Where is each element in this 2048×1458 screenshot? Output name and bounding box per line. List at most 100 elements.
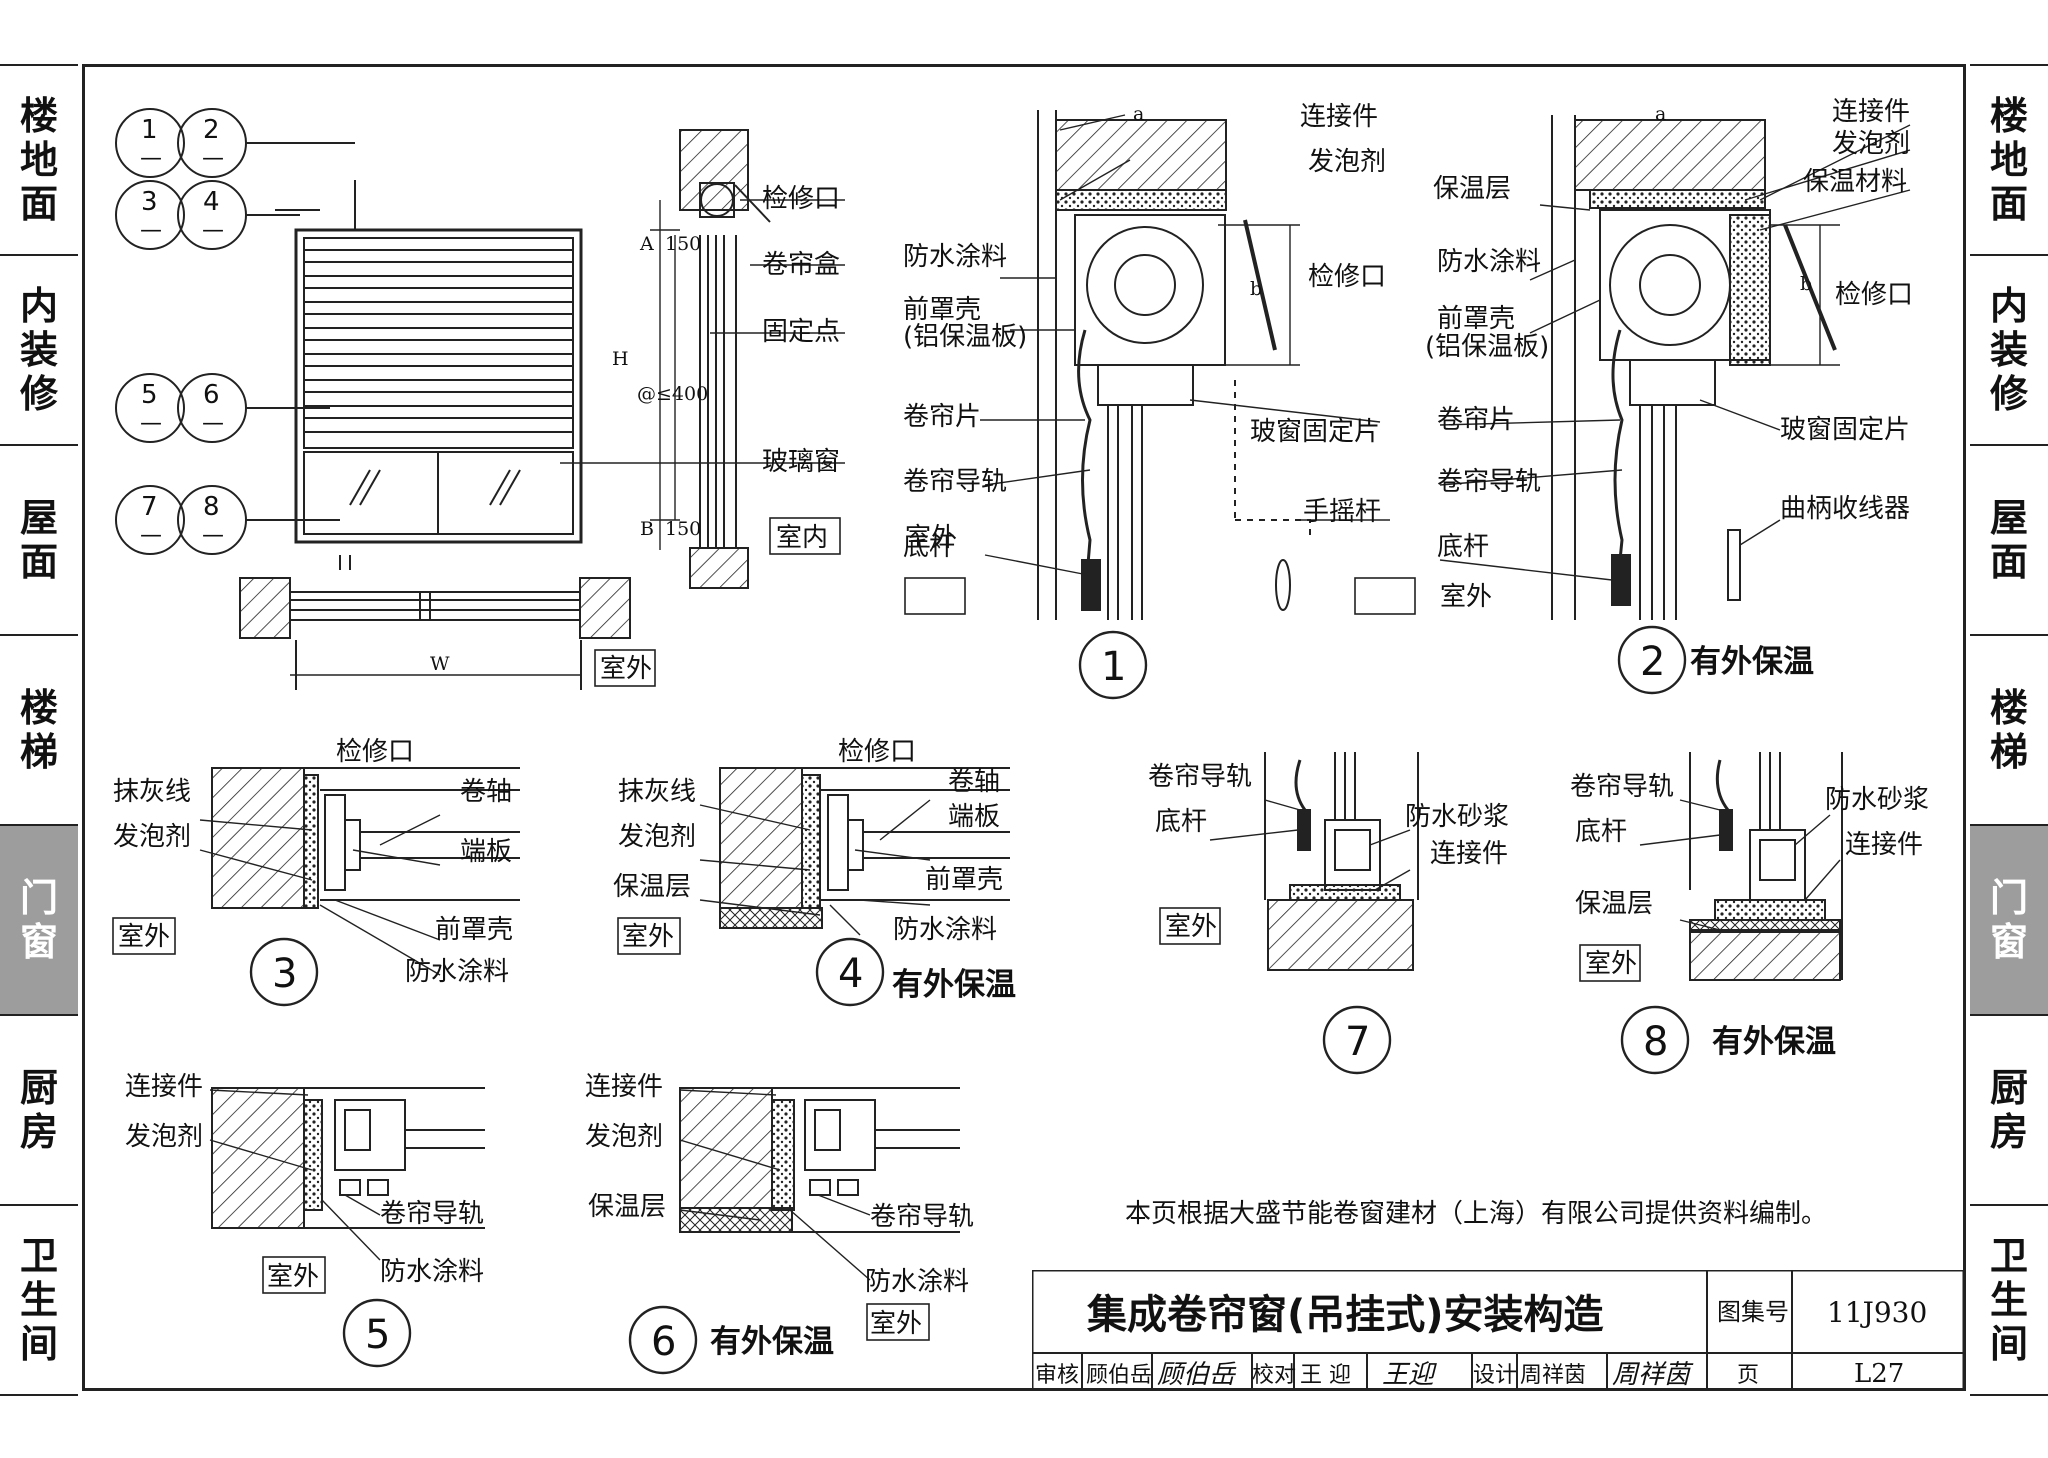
d2-outdoor: 室外 [1440, 582, 1492, 612]
d4-outdoor: 室外 [622, 922, 674, 952]
d1-rail: 卷帘导轨 [903, 467, 1007, 497]
d2-num: 2 [1640, 639, 1665, 685]
d4-inspection: 检修口 [838, 737, 916, 767]
tab-glyph: 楼 [19, 686, 58, 730]
d8-caption: 有外保温 [1712, 1024, 1836, 1060]
tab-glyph: 间 [1989, 1322, 2028, 1366]
tab-label: 门窗 [1990, 876, 2028, 964]
sidebar-right-tab-5[interactable]: 厨房 [1970, 1016, 2048, 1206]
detail-6-drawing [679, 1087, 960, 1233]
tab-glyph: 门 [19, 876, 58, 920]
tab-glyph: 楼 [1989, 686, 2028, 730]
designer-signature: 周祥茵 [1612, 1360, 1694, 1390]
sidebar-right-tab-0[interactable]: 楼地面 [1970, 66, 2048, 256]
tab-label: 楼地面 [1990, 94, 2028, 226]
tab-glyph: 卫 [1989, 1234, 2028, 1278]
d4-foam: 发泡剂 [618, 822, 696, 852]
d3-foam: 发泡剂 [113, 822, 191, 852]
tab-glyph: 厨 [1989, 1066, 2028, 1110]
d1-bottom: 底杆 [903, 532, 955, 562]
d6-outdoor: 室外 [870, 1309, 922, 1339]
d3-endplate: 端板 [460, 837, 512, 867]
tab-glyph: 地 [19, 138, 58, 182]
sidebar-right-tab-3[interactable]: 楼梯 [1970, 636, 2048, 826]
sidebar-left-tab-6[interactable]: 卫生间 [0, 1206, 78, 1396]
d2-waterproof: 防水涂料 [1437, 247, 1541, 277]
detail-2-drawing [1551, 115, 1840, 620]
tab-glyph: 内 [19, 284, 58, 328]
tab-label: 厨房 [20, 1066, 58, 1154]
tab-glyph: 生 [19, 1278, 58, 1322]
atlas-label: 图集号 [1717, 1298, 1789, 1326]
tab-label: 楼梯 [20, 686, 58, 774]
elevation-drawing [239, 129, 771, 690]
d6-connector: 连接件 [585, 1072, 663, 1102]
tab-glyph: 屋 [1989, 496, 2028, 540]
sidebar-left-tab-4[interactable]: 门窗 [0, 826, 78, 1016]
d5-rail: 卷帘导轨 [380, 1199, 484, 1229]
detail-4-drawing [719, 767, 1010, 929]
d1-connector: 连接件 [1300, 102, 1378, 132]
d6-insul: 保温层 [588, 1192, 666, 1222]
d1-slat: 卷帘片 [903, 402, 981, 432]
tab-glyph: 梯 [1989, 730, 2028, 774]
dim-spacing: @≤400 [637, 383, 708, 405]
callout-7: 7 [141, 492, 158, 522]
d8-num: 8 [1643, 1019, 1668, 1065]
tab-label: 屋面 [1990, 496, 2028, 584]
label-glass: 玻璃窗 [762, 447, 840, 477]
label-inspection: 检修口 [762, 184, 840, 214]
sidebar-left-tab-0[interactable]: 楼地面 [0, 66, 78, 256]
d1-outdoor: 室外 [905, 523, 957, 553]
d1-dim-b: b [1250, 278, 1262, 300]
tab-label: 内装修 [20, 284, 58, 416]
tab-label: 厨房 [1990, 1066, 2028, 1154]
tab-label: 卫生间 [1990, 1234, 2028, 1366]
tab-glyph: 地 [1989, 138, 2028, 182]
d2-insul: 保温层 [1433, 174, 1511, 204]
label-outdoor: 室外 [600, 654, 652, 684]
detail-1-drawing [1037, 110, 1311, 620]
tab-label: 屋面 [20, 496, 58, 584]
sidebar-right-tab-4[interactable]: 门窗 [1970, 826, 2048, 1016]
page-label: 页 [1737, 1363, 1759, 1388]
tab-glyph: 间 [19, 1322, 58, 1366]
callout-sub: — [140, 146, 162, 171]
callout-8: 8 [203, 492, 220, 522]
detail-1-text: a b 连接件 发泡剂 防水涂料 检修口 前罩壳 (铝保温板) 卷帘片 玻窗固定… [903, 102, 1386, 690]
sidebar-left-tab-1[interactable]: 内装修 [0, 256, 78, 446]
d1-foam: 发泡剂 [1308, 147, 1386, 177]
d2-connector: 连接件 [1832, 97, 1910, 127]
detail-7-drawing [1264, 752, 1419, 971]
design-label: 设计 [1473, 1363, 1517, 1388]
leader-lines [199, 114, 1911, 1281]
title-block: 集成卷帘窗(吊挂式)安装构造 图集号 11J930 审核 顾伯岳 顾伯岳 校对 … [1032, 1270, 1964, 1390]
d7-bottom: 底杆 [1155, 807, 1207, 837]
tab-glyph: 修 [1989, 372, 2028, 416]
sidebar-right-tab-1[interactable]: 内装修 [1970, 256, 2048, 446]
d8-rail: 卷帘导轨 [1570, 772, 1674, 802]
detail-3-drawing [211, 767, 520, 909]
dim-150-top: 150 [665, 233, 701, 255]
d6-num: 6 [651, 1319, 676, 1365]
d5-waterproof: 防水涂料 [380, 1257, 484, 1287]
d4-caption: 有外保温 [892, 967, 1016, 1003]
sidebar-left-tab-3[interactable]: 楼梯 [0, 636, 78, 826]
sidebar-left-tab-5[interactable]: 厨房 [0, 1016, 78, 1206]
detail-7-text: 卷帘导轨 底杆 防水砂浆 连接件 室外 7 [1148, 762, 1509, 1065]
tab-glyph: 窗 [19, 920, 58, 964]
d3-axis: 卷轴 [460, 777, 512, 807]
tab-label: 门窗 [20, 876, 58, 964]
sidebar-left-tab-2[interactable]: 屋面 [0, 446, 78, 636]
callout-sub: — [140, 411, 162, 436]
tab-glyph: 梯 [19, 730, 58, 774]
d5-foam: 发泡剂 [125, 1122, 203, 1152]
d6-rail: 卷帘导轨 [870, 1202, 974, 1232]
d1-dim-a: a [1133, 103, 1144, 125]
d4-waterproof: 防水涂料 [893, 915, 997, 945]
dim-A: A [639, 233, 654, 255]
sidebar-right-tab-2[interactable]: 屋面 [1970, 446, 2048, 636]
callout-sub: — [140, 523, 162, 548]
source-note: 本页根据大盛节能卷窗建材（上海）有限公司提供资料编制。 [1125, 1199, 1827, 1229]
sidebar-right-tab-6[interactable]: 卫生间 [1970, 1206, 2048, 1396]
